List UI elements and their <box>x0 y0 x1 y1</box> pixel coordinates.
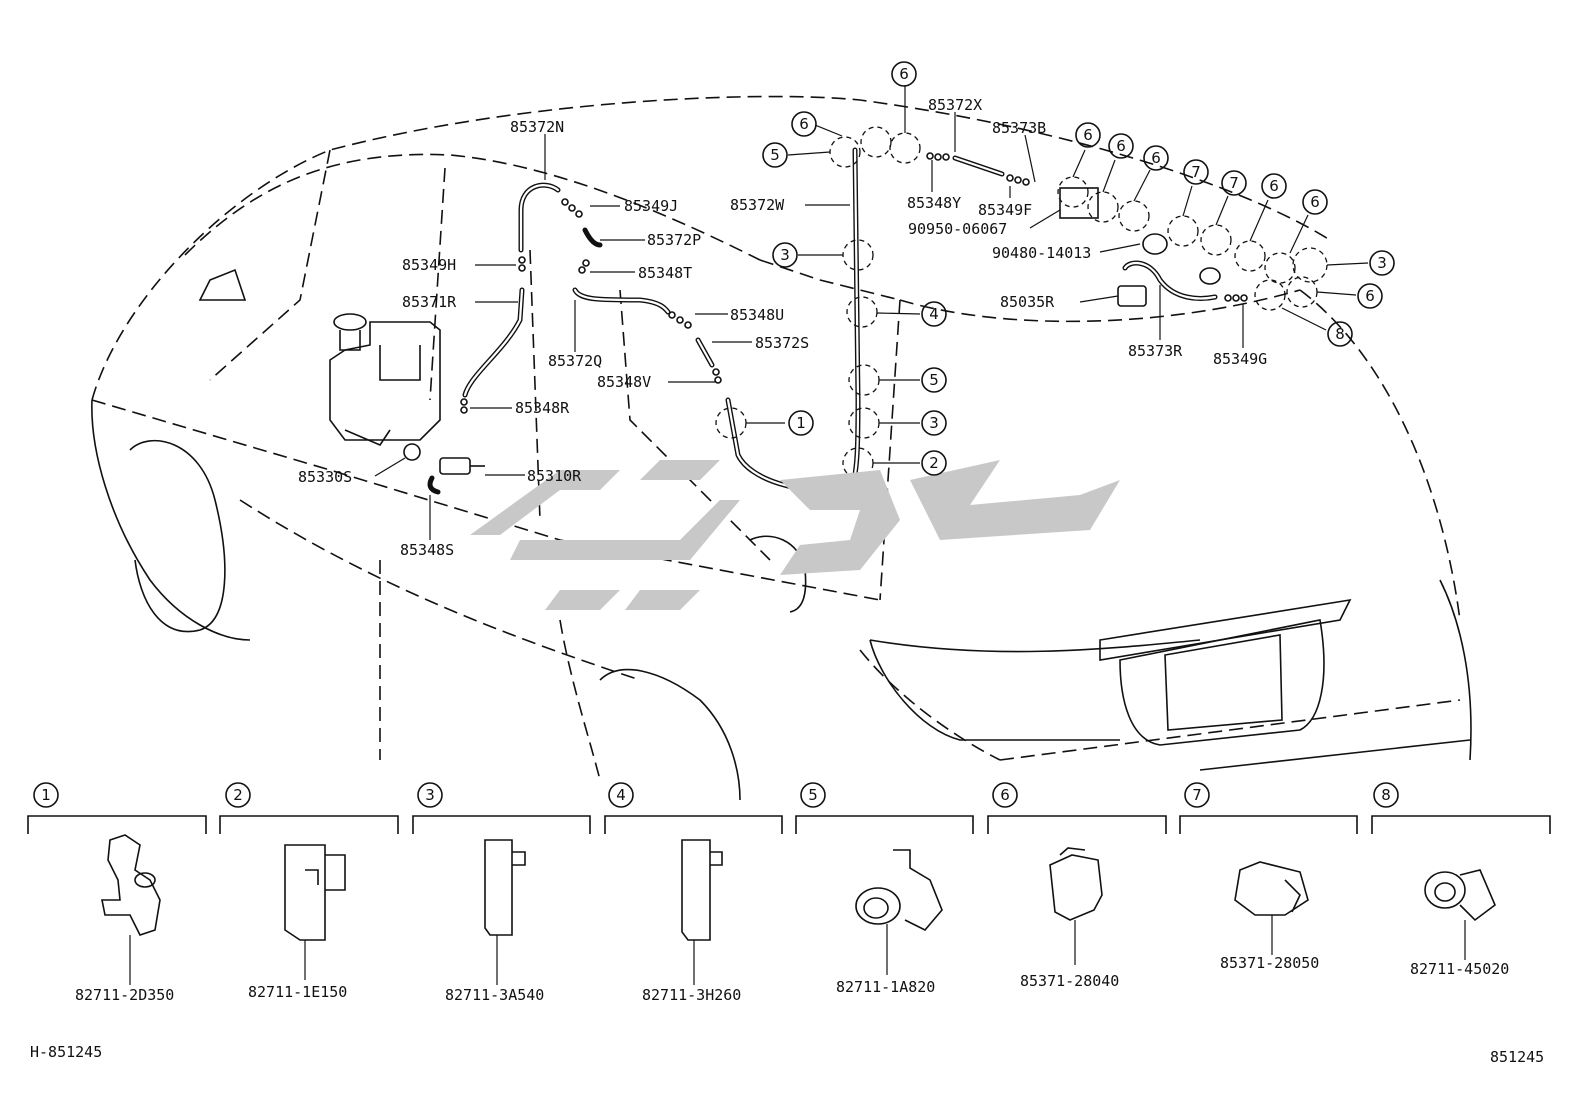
svg-text:8: 8 <box>1381 786 1391 804</box>
svg-text:85371-28050: 85371-28050 <box>1220 954 1319 972</box>
svg-text:5: 5 <box>770 146 780 164</box>
callouts: 6 6 5 3 4 5 3 2 1 6 6 6 7 7 6 6 3 6 8 <box>762 61 1395 476</box>
label-85372Q: 85372Q <box>548 352 602 370</box>
svg-text:5: 5 <box>808 786 818 804</box>
svg-text:2: 2 <box>233 786 243 804</box>
label-85035R: 85035R <box>1000 293 1055 311</box>
svg-text:6: 6 <box>1000 786 1010 804</box>
svg-text:3: 3 <box>1377 254 1387 272</box>
svg-text:7: 7 <box>1191 163 1201 181</box>
label-85348Y: 85348Y <box>907 194 961 212</box>
label-85349H: 85349H <box>402 256 456 274</box>
svg-text:6: 6 <box>899 65 909 83</box>
svg-text:8: 8 <box>1335 325 1345 343</box>
svg-text:85371-28040: 85371-28040 <box>1020 972 1119 990</box>
label-85372S: 85372S <box>755 334 809 352</box>
label-85349J: 85349J <box>624 197 678 215</box>
label-85373R: 85373R <box>1128 342 1183 360</box>
label-85349F: 85349F <box>978 201 1032 219</box>
watermark-logo <box>470 460 1120 610</box>
svg-text:82711-1A820: 82711-1A820 <box>836 978 935 996</box>
svg-text:3: 3 <box>425 786 435 804</box>
svg-text:1: 1 <box>796 414 806 432</box>
callout-6: 6 <box>1357 283 1383 309</box>
svg-text:82711-45020: 82711-45020 <box>1410 960 1509 978</box>
label-85373B: 85373B <box>992 119 1046 137</box>
label-85330S: 85330S <box>298 468 352 486</box>
vehicle-solid-lines <box>91 268 1472 801</box>
svg-text:3: 3 <box>929 414 939 432</box>
label-85349G: 85349G <box>1213 350 1267 368</box>
callout-5: 5 <box>921 367 947 393</box>
svg-text:2: 2 <box>929 454 939 472</box>
label-90480-14013: 90480-14013 <box>992 244 1091 262</box>
svg-text:6: 6 <box>1310 193 1320 211</box>
callout-6: 6 <box>1302 189 1328 215</box>
clip-panel-4: 4 82711-3H260 <box>604 782 783 1004</box>
callout-6: 6 <box>1108 133 1134 159</box>
label-85372P: 85372P <box>647 231 701 249</box>
svg-text:82711-3H260: 82711-3H260 <box>642 986 741 1004</box>
label-85371R: 85371R <box>402 293 457 311</box>
svg-text:6: 6 <box>799 115 809 133</box>
callout-3: 3 <box>921 410 947 436</box>
label-85372N: 85372N <box>510 118 564 136</box>
svg-text:82711-1E150: 82711-1E150 <box>248 983 347 1001</box>
washer-pump <box>403 443 485 475</box>
svg-text:6: 6 <box>1151 149 1161 167</box>
hose-connectors <box>460 152 1248 414</box>
svg-text:7: 7 <box>1192 786 1202 804</box>
diagram-code-right: 851245 <box>1490 1048 1544 1066</box>
svg-text:7: 7 <box>1229 174 1239 192</box>
label-85348T: 85348T <box>638 264 692 282</box>
svg-text:6: 6 <box>1365 287 1375 305</box>
svg-text:6: 6 <box>1083 126 1093 144</box>
svg-text:6: 6 <box>1116 137 1126 155</box>
callout-6: 6 <box>1075 122 1101 148</box>
clip-panel-7: 7 85371-28050 <box>1179 782 1358 972</box>
callout-2: 2 <box>921 450 947 476</box>
clip-panel-5: 5 82711-1A820 <box>795 782 974 996</box>
washer-tank <box>329 313 441 446</box>
clip-panel-6: 6 85371-28040 <box>987 782 1167 990</box>
callout-7: 7 <box>1183 159 1209 185</box>
clip-panel-3: 3 82711-3A540 <box>412 782 591 1004</box>
leader-lines <box>374 85 1369 540</box>
svg-text:82711-2D350: 82711-2D350 <box>75 986 174 1004</box>
callout-3: 3 <box>772 242 798 268</box>
svg-text:82711-3A540: 82711-3A540 <box>445 986 544 1004</box>
svg-text:6: 6 <box>1269 177 1279 195</box>
label-85348R: 85348R <box>515 399 570 417</box>
label-90950-06067: 90950-06067 <box>908 220 1007 238</box>
callout-6: 6 <box>791 111 817 137</box>
svg-text:5: 5 <box>929 371 939 389</box>
svg-text:4: 4 <box>929 305 939 323</box>
callout-6: 6 <box>891 61 917 87</box>
callout-4: 4 <box>921 301 947 327</box>
svg-text:1: 1 <box>41 786 51 804</box>
clip-panel-2: 2 82711-1E150 <box>219 782 399 1001</box>
label-85310R: 85310R <box>527 467 582 485</box>
part-labels: 85372N 85349J 85372P 85349H 85348T 85371… <box>298 96 1267 559</box>
label-85348U: 85348U <box>730 306 784 324</box>
label-85348V: 85348V <box>597 373 651 391</box>
label-85372W: 85372W <box>730 196 785 214</box>
clip-legend: 1 82711-2D350 2 82711-1E150 3 82711-3A54… <box>27 782 1551 1004</box>
callout-8: 8 <box>1327 321 1353 347</box>
svg-text:3: 3 <box>780 246 790 264</box>
label-85348S: 85348S <box>400 541 454 559</box>
clip-panel-8: 8 82711-45020 <box>1371 782 1551 978</box>
callout-6: 6 <box>1143 145 1169 171</box>
callout-7: 7 <box>1221 170 1247 196</box>
svg-text:4: 4 <box>616 786 626 804</box>
callout-3: 3 <box>1369 250 1395 276</box>
callout-5: 5 <box>762 142 788 168</box>
clip-panel-1: 1 82711-2D350 <box>27 782 207 1004</box>
callout-6: 6 <box>1261 173 1287 199</box>
diagram-code-left: H-851245 <box>30 1043 102 1061</box>
label-85372X: 85372X <box>928 96 982 114</box>
callout-1: 1 <box>788 410 814 436</box>
